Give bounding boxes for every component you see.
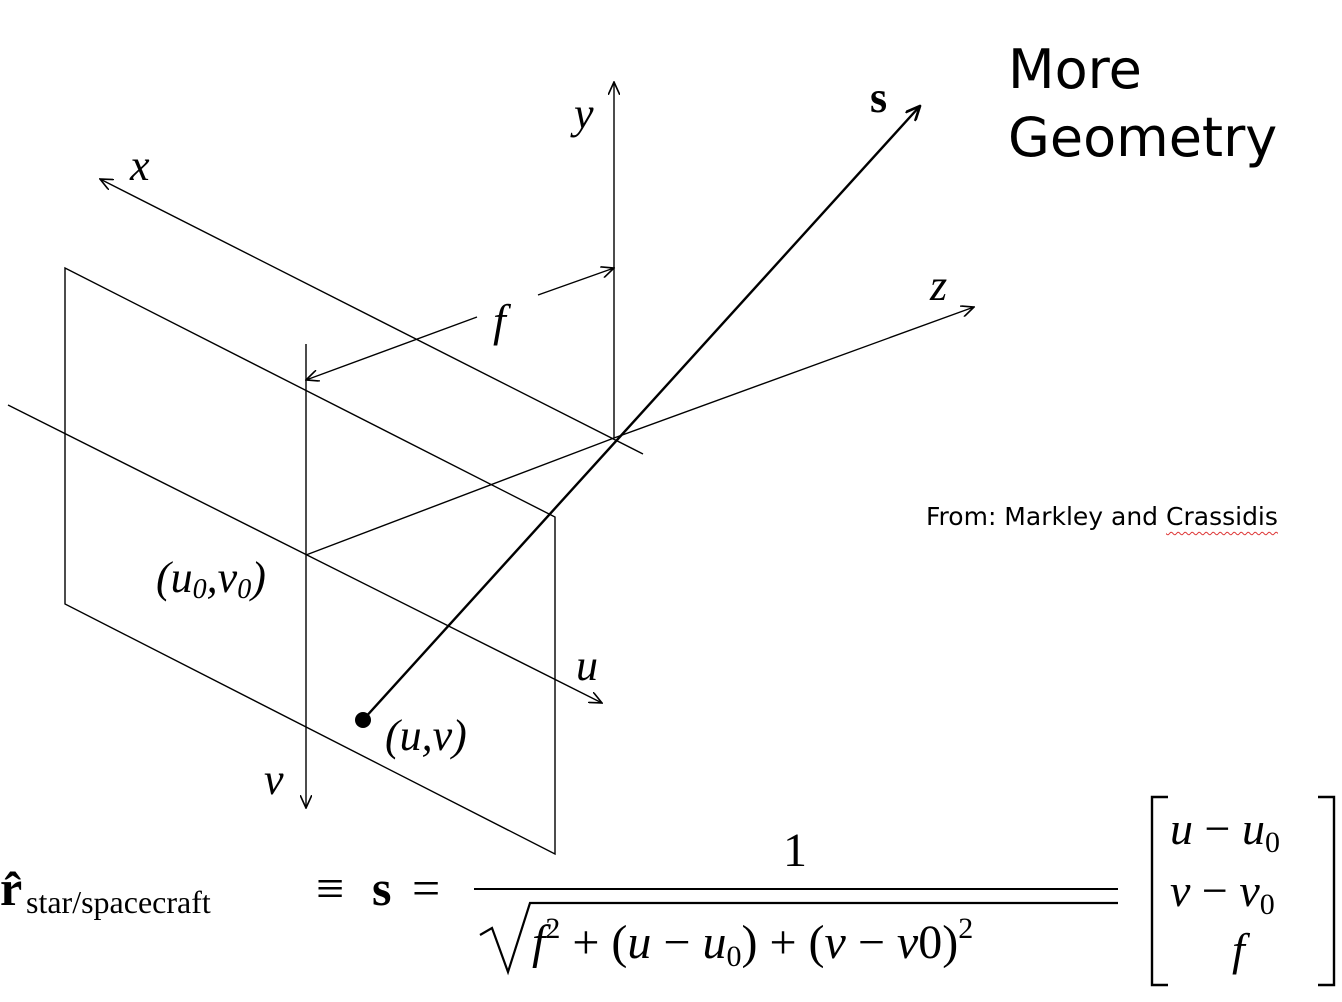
square-root-sign xyxy=(479,901,1118,976)
image-plane xyxy=(64,266,556,856)
x-axis xyxy=(100,179,644,455)
equiv-sign: ≡ xyxy=(316,860,344,916)
matrix-row-2: v − v0 xyxy=(1170,865,1275,921)
image-point-label: (u,v) xyxy=(385,711,467,760)
z-axis xyxy=(613,307,974,439)
focal-length-arrow-right xyxy=(537,268,614,296)
v-axis-label: v xyxy=(264,755,284,804)
matrix-row-1: u − u0 xyxy=(1170,803,1280,859)
source-credit: From: Markley and Crassidis xyxy=(926,502,1278,531)
equals-sign: = xyxy=(412,860,440,916)
z-axis-label: z xyxy=(929,261,947,310)
matrix-right-bracket xyxy=(1318,795,1336,987)
fraction-denominator: f2 + (u − u0) + (v − v0)2 xyxy=(532,912,973,973)
slide-title: More Geometry xyxy=(1008,36,1277,172)
u-axis-label: u xyxy=(576,641,598,690)
s-vector-label: s xyxy=(870,73,887,122)
image-point-dot xyxy=(355,712,371,728)
optical-axis-line xyxy=(305,437,615,556)
matrix-left-bracket xyxy=(1150,795,1168,987)
focal-length-arrow-left xyxy=(306,316,478,380)
principal-point-label: (u0,v0) xyxy=(156,553,266,605)
s-symbol: s xyxy=(372,860,391,916)
matrix-row-3: f xyxy=(1232,924,1251,975)
r-subscript: star/spacecraft xyxy=(26,884,211,920)
fraction-numerator: 1 xyxy=(783,824,807,877)
credit-text: From: Markley and xyxy=(926,502,1167,531)
u-axis xyxy=(7,404,602,703)
title-line-2: Geometry xyxy=(1008,106,1278,169)
title-line-1: More xyxy=(1008,38,1142,101)
star-vector-equation: r̂ star/spacecraft ≡ s = 1 f2 + (u − u0)… xyxy=(0,795,1336,987)
focal-length-label: f xyxy=(493,295,512,346)
y-axis-label: y xyxy=(570,89,594,138)
x-axis-label: x xyxy=(129,141,150,190)
s-vector xyxy=(362,106,920,721)
r-hat-symbol: r̂ xyxy=(0,860,22,916)
spellcheck-underlined-word: Crassidis xyxy=(1166,502,1278,531)
